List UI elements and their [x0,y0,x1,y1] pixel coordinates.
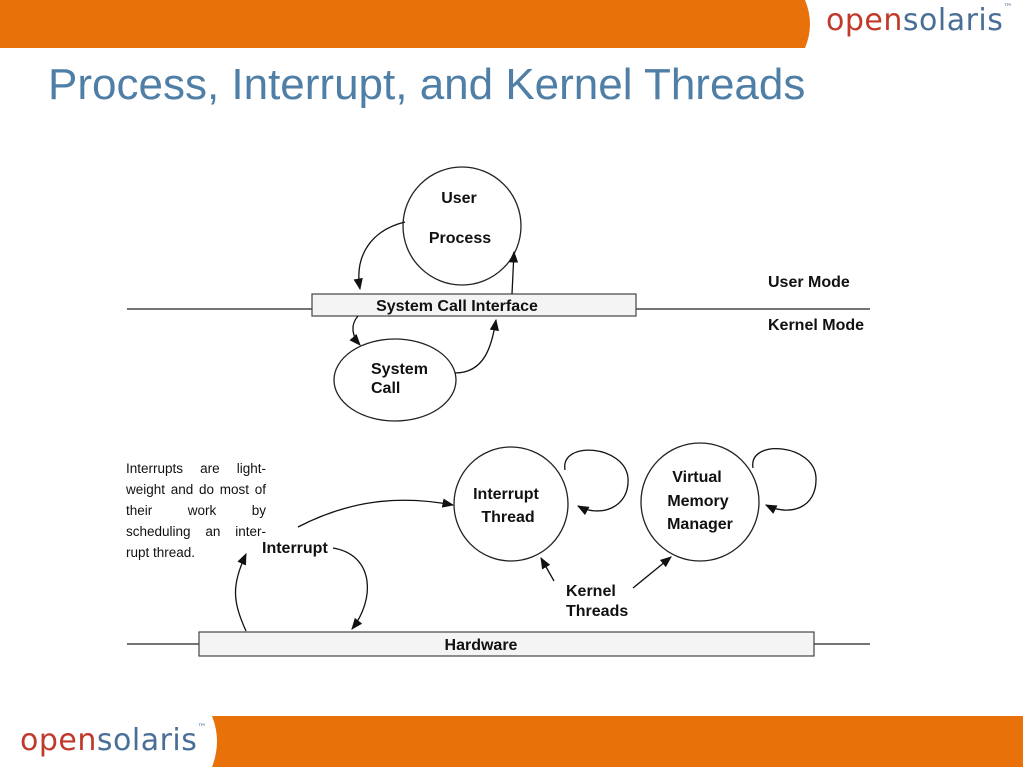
kernel-threads-label-1: Kernel [566,583,616,600]
user-process-label-1: User [441,190,477,207]
bottom-banner [212,716,1023,767]
interrupt-label: Interrupt [262,540,328,557]
interrupt-thread-self-loop [564,449,629,516]
arrow-interrupt-to-hardware [332,547,369,630]
arrow-kernel-threads-to-interrupt-thread [540,556,555,582]
arrow-interrupt-to-thread [297,498,455,528]
system-call-interface-label: System Call Interface [376,298,538,315]
user-process-label-2: Process [429,230,491,247]
interrupt-note: Interrupts are light-weight and do most … [126,461,266,560]
vmm-label-3: Manager [667,516,733,533]
opensolaris-logo-top: opensolaris™ [826,3,1013,38]
interrupt-thread-node [453,446,569,562]
vmm-self-loop [752,448,817,514]
arrow-kernel-threads-to-vmm [632,556,672,589]
top-banner [0,0,810,48]
hardware-box [198,631,815,657]
arrow-interface-to-syscall [349,315,361,346]
arrow-syscall-to-interface [454,318,499,374]
kernel-threads-label-2: Threads [566,603,628,620]
arrow-hardware-to-interrupt [234,552,247,632]
system-call-node [333,338,457,422]
slide-title: Process, Interrupt, and Kernel Threads [48,60,806,109]
interrupt-thread-label-1: Interrupt [473,486,539,503]
virtual-memory-manager-node [640,442,760,562]
system-call-interface-box [311,293,637,317]
system-call-label-2: Call [371,380,400,397]
arrow-interface-to-user [508,250,519,295]
hardware-label: Hardware [445,637,518,654]
user-mode-label: User Mode [768,274,850,291]
opensolaris-logo-bottom: opensolaris™ [20,723,207,758]
arrow-user-to-interface [353,221,406,291]
vmm-label-1: Virtual [672,469,722,486]
interrupt-thread-label-2: Thread [481,509,534,526]
system-call-label-1: System [371,361,428,378]
vmm-label-2: Memory [667,493,728,510]
user-process-node [402,166,522,286]
kernel-mode-label: Kernel Mode [768,317,864,334]
